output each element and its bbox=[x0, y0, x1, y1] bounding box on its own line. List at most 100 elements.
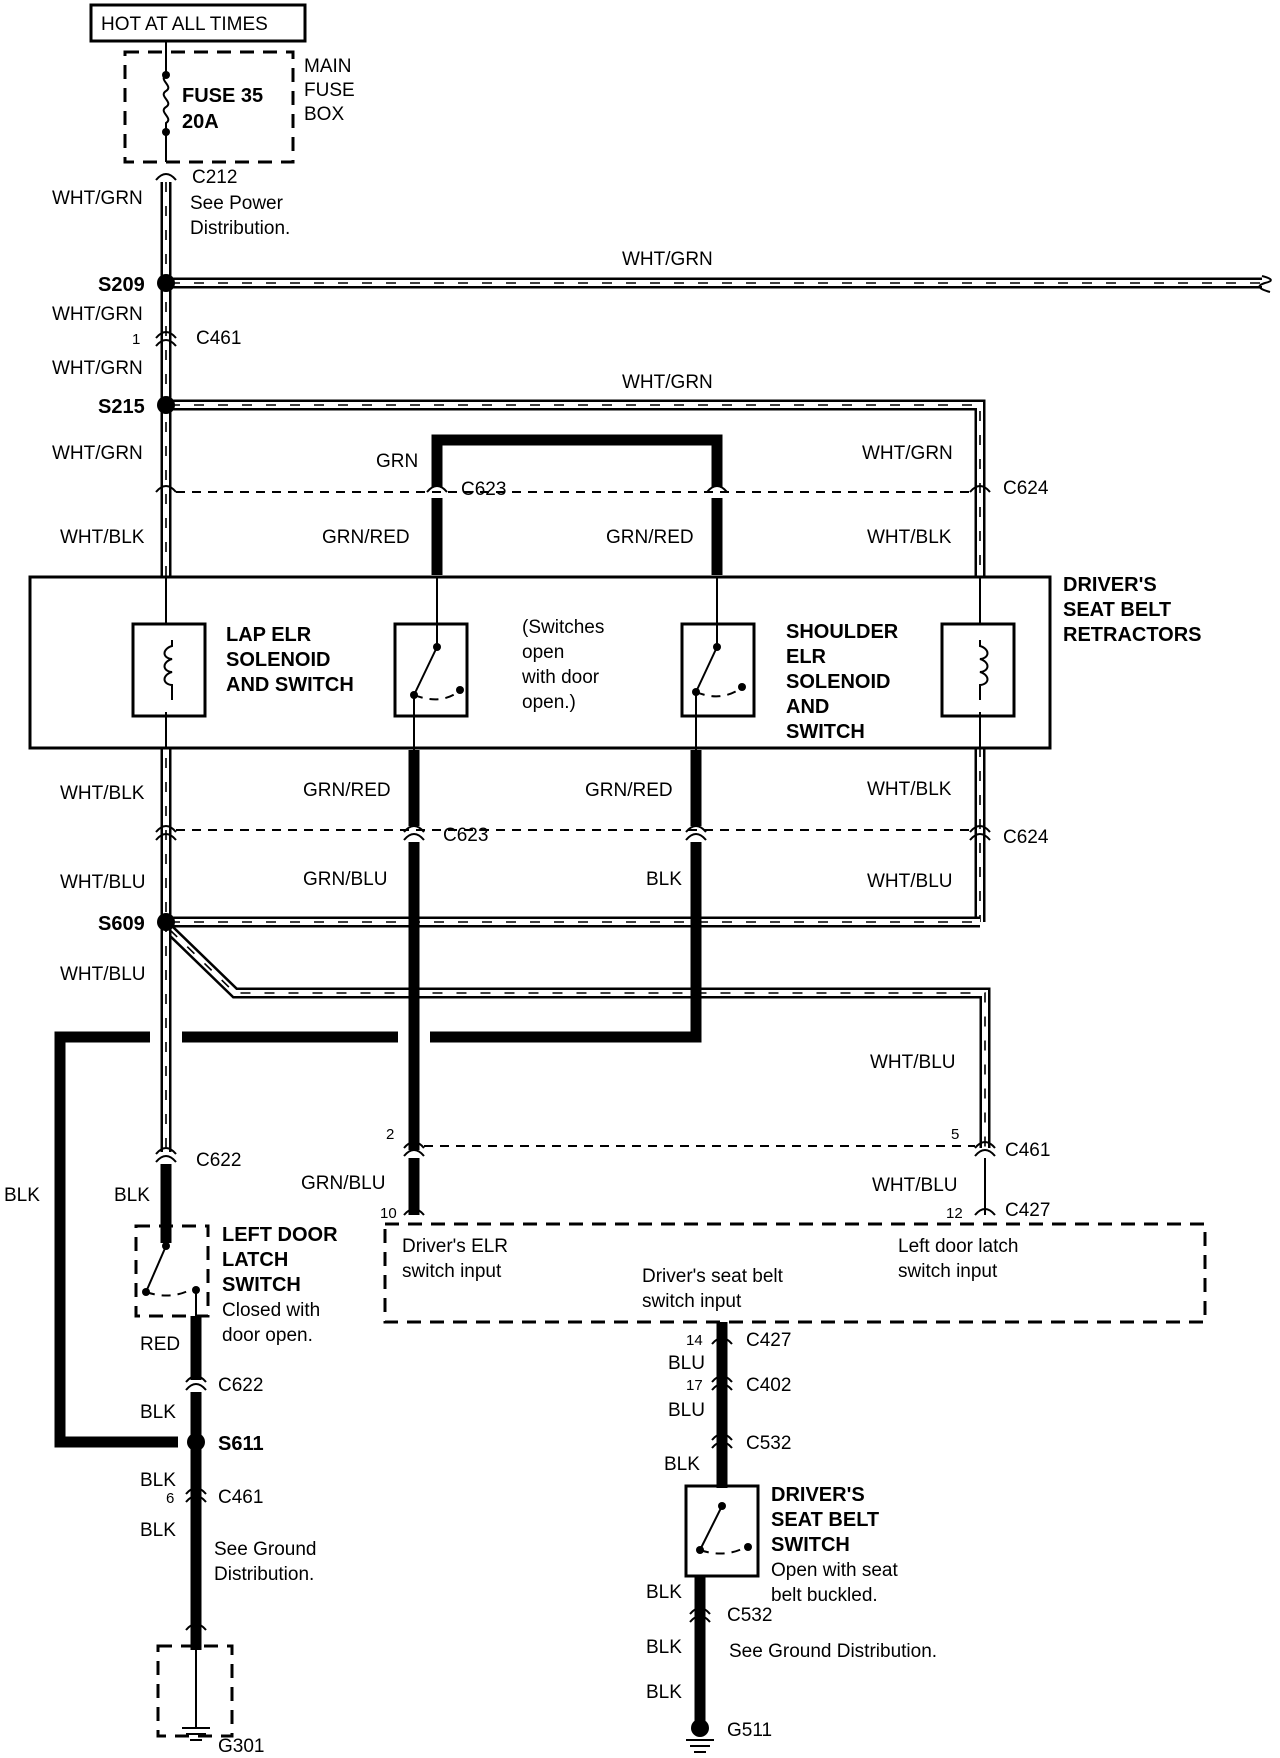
latch-note: Closed with bbox=[222, 1300, 320, 1321]
svg-text:BLK: BLK bbox=[114, 1185, 150, 1206]
svg-text:RED: RED bbox=[140, 1334, 180, 1355]
svg-text:C624: C624 bbox=[1003, 478, 1049, 499]
svg-text:GRN: GRN bbox=[376, 451, 418, 472]
svg-text:C461: C461 bbox=[1005, 1140, 1050, 1161]
svg-text:10: 10 bbox=[380, 1205, 397, 1222]
shoulder-elr-label: SHOULDER bbox=[786, 621, 899, 643]
wire-label-wht-grn: WHT/GRN bbox=[52, 188, 143, 209]
splice-s609-dot bbox=[157, 913, 175, 931]
splice-s209-label: S209 bbox=[98, 274, 145, 296]
svg-text:C427: C427 bbox=[1005, 1200, 1050, 1221]
svg-text:FUSE: FUSE bbox=[304, 80, 355, 101]
svg-text:door open.: door open. bbox=[222, 1325, 313, 1346]
svg-text:AND: AND bbox=[786, 696, 829, 718]
svg-text:WHT/BLU: WHT/BLU bbox=[60, 872, 146, 893]
svg-text:17: 17 bbox=[686, 1377, 703, 1394]
splice-s209-dot bbox=[157, 274, 175, 292]
svg-text:WHT/GRN: WHT/GRN bbox=[862, 443, 953, 464]
wire-blk-ground-loop bbox=[54, 842, 702, 1448]
left-door-latch-label: LEFT DOOR bbox=[222, 1224, 338, 1246]
svg-text:with door: with door bbox=[521, 667, 600, 688]
svg-text:C532: C532 bbox=[746, 1433, 791, 1454]
svg-text:BLK: BLK bbox=[646, 869, 682, 890]
svg-text:1: 1 bbox=[132, 331, 140, 348]
continuation-break-icon bbox=[1258, 275, 1272, 293]
fuse-rating: 20A bbox=[182, 111, 219, 133]
splice-s215-dot bbox=[157, 396, 175, 414]
svg-text:14: 14 bbox=[686, 1332, 703, 1349]
splice-s609-label: S609 bbox=[98, 913, 145, 935]
svg-text:WHT/BLK: WHT/BLK bbox=[867, 779, 952, 800]
svg-text:WHT/BLU: WHT/BLU bbox=[60, 964, 146, 985]
c461-bottom-label: C461 bbox=[218, 1487, 263, 1508]
switches-note: (Switches bbox=[522, 617, 604, 638]
shoulder-switch-contact-icon bbox=[695, 646, 718, 693]
shoulder-elr-solenoid bbox=[940, 622, 1016, 718]
ground-distribution-left-note: See Ground bbox=[214, 1539, 316, 1560]
wire-label-blk-far-left: BLK bbox=[4, 1185, 40, 1206]
svg-text:SOLENOID: SOLENOID bbox=[226, 649, 330, 671]
ground-g511-icon bbox=[686, 1739, 714, 1753]
fuse-35-icon bbox=[162, 55, 170, 162]
drivers-seat-belt-retractors bbox=[28, 575, 1052, 750]
ground-g511-label: G511 bbox=[727, 1720, 772, 1741]
svg-text:WHT/GRN: WHT/GRN bbox=[52, 443, 143, 464]
svg-text:C623: C623 bbox=[461, 479, 506, 500]
svg-text:C623: C623 bbox=[443, 825, 488, 846]
svg-text:BLK: BLK bbox=[664, 1454, 700, 1475]
drivers-seat-belt-switch bbox=[684, 1484, 760, 1578]
svg-text:GRN/BLU: GRN/BLU bbox=[303, 869, 387, 890]
lap-switch-contact-icon bbox=[413, 646, 438, 696]
svg-text:C532: C532 bbox=[727, 1605, 772, 1626]
svg-text:WHT/GRN: WHT/GRN bbox=[52, 358, 143, 379]
svg-text:GRN/RED: GRN/RED bbox=[303, 780, 391, 801]
svg-text:BLU: BLU bbox=[668, 1353, 705, 1374]
wire-grn-loop bbox=[431, 434, 723, 487]
svg-text:WHT/BLK: WHT/BLK bbox=[60, 783, 145, 804]
svg-text:BLK: BLK bbox=[140, 1402, 176, 1423]
shoulder-solenoid-coil-icon bbox=[979, 640, 989, 700]
svg-text:2: 2 bbox=[386, 1126, 394, 1143]
c461-top-connector bbox=[155, 331, 177, 339]
svg-text:WHT/BLU: WHT/BLU bbox=[867, 871, 953, 892]
c212-connector bbox=[155, 173, 177, 181]
svg-text:LATCH: LATCH bbox=[222, 1249, 288, 1271]
svg-text:RETRACTORS: RETRACTORS bbox=[1063, 624, 1202, 646]
svg-text:WHT/BLU: WHT/BLU bbox=[870, 1052, 956, 1073]
svg-text:6: 6 bbox=[166, 1490, 174, 1507]
seat-belt-switch-contact-icon bbox=[699, 1505, 723, 1551]
svg-text:switch input: switch input bbox=[642, 1291, 742, 1312]
svg-text:5: 5 bbox=[951, 1126, 959, 1143]
svg-text:BLU: BLU bbox=[668, 1400, 705, 1421]
svg-text:SOLENOID: SOLENOID bbox=[786, 671, 890, 693]
seat-belt-switch-input-label: Driver's seat belt bbox=[642, 1266, 784, 1287]
latch-switch-contact-icon bbox=[145, 1245, 167, 1293]
svg-text:C212: C212 bbox=[192, 167, 237, 188]
svg-text:open: open bbox=[522, 642, 564, 663]
svg-text:GRN/BLU: GRN/BLU bbox=[301, 1173, 385, 1194]
svg-text:12: 12 bbox=[946, 1205, 963, 1222]
svg-text:C624: C624 bbox=[1003, 827, 1049, 848]
door-latch-input-label: Left door latch bbox=[898, 1236, 1018, 1257]
svg-text:SEAT BELT: SEAT BELT bbox=[1063, 599, 1171, 621]
lap-elr-switch bbox=[393, 622, 469, 718]
seat-belt-switch-label: DRIVER'S bbox=[771, 1484, 865, 1506]
lap-elr-solenoid bbox=[131, 622, 207, 718]
splice-s611-dot bbox=[187, 1433, 205, 1451]
svg-text:belt buckled.: belt buckled. bbox=[771, 1585, 878, 1606]
svg-text:SWITCH: SWITCH bbox=[771, 1534, 850, 1556]
g301-ground-box bbox=[156, 1644, 234, 1738]
ground-g301-label: G301 bbox=[218, 1736, 264, 1757]
svg-text:SWITCH: SWITCH bbox=[222, 1274, 301, 1296]
c622-bottom-label: C622 bbox=[218, 1375, 263, 1396]
main-fuse-box bbox=[123, 50, 295, 164]
lap-solenoid-coil-icon bbox=[163, 640, 173, 700]
retractors-label: DRIVER'S bbox=[1063, 574, 1157, 596]
lap-elr-label: LAP ELR bbox=[226, 624, 312, 646]
c622-top-label: C622 bbox=[196, 1150, 241, 1171]
svg-text:GRN/RED: GRN/RED bbox=[606, 527, 694, 548]
svg-text:WHT/BLK: WHT/BLK bbox=[60, 527, 145, 548]
svg-text:AND SWITCH: AND SWITCH bbox=[226, 674, 354, 696]
left-door-latch-switch bbox=[134, 1224, 210, 1318]
